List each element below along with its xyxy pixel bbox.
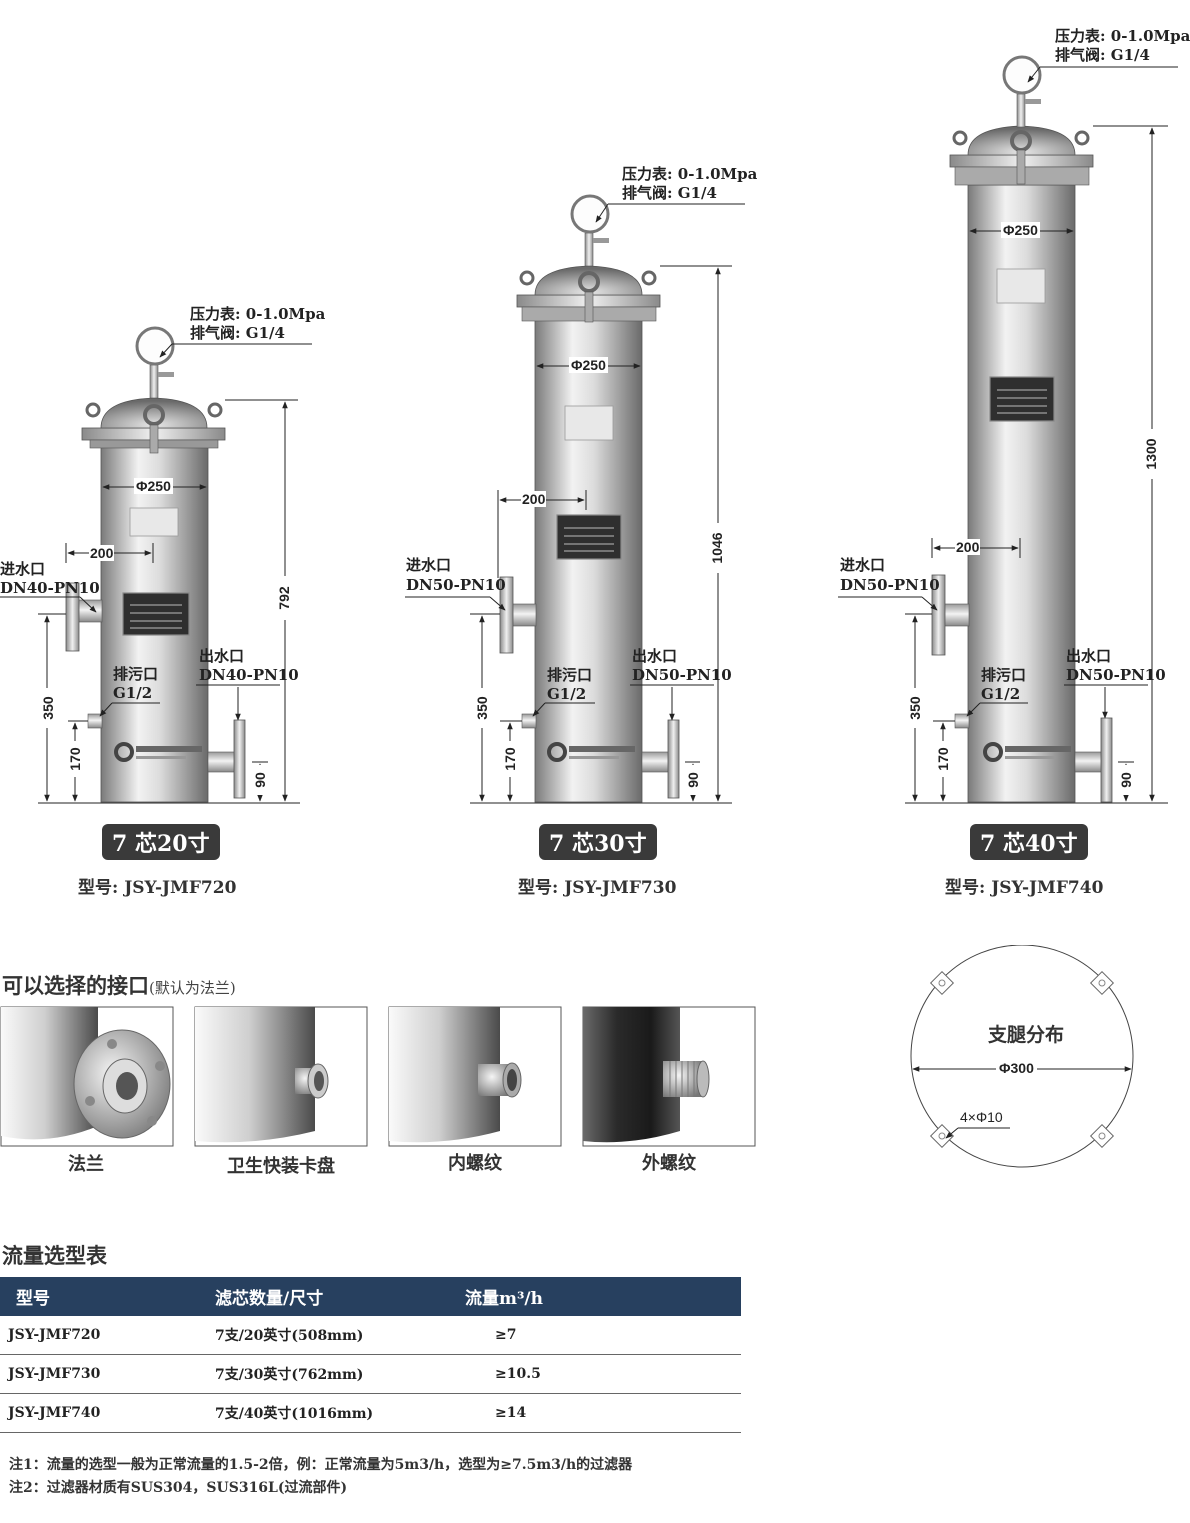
pressure-gauge-icon (1002, 55, 1042, 95)
filter-730 (405, 194, 745, 804)
interface-label-internal-thread: 内螺纹 (448, 1153, 502, 1174)
inlet-height-dim: 350 (40, 688, 56, 728)
interface-clamp-image (194, 1006, 368, 1147)
drain-spec: G1/2 (981, 685, 1021, 703)
outlet-spec: DN50-PN10 (632, 666, 732, 684)
outlet-label: 出水口 (632, 647, 678, 665)
model-label: 型号: JSY-JMF740 (945, 878, 1104, 898)
diameter-label: Φ250 (1001, 222, 1040, 238)
drain-height-dim: 170 (67, 741, 83, 777)
nameplate (556, 514, 622, 560)
pressure-gauge-icon (570, 194, 610, 234)
cell-cartridge: 7支/20英寸(508mm) (199, 1316, 449, 1355)
offset-label: 200 (521, 491, 547, 507)
cell-flow: ≥7 (449, 1316, 741, 1355)
size-badge: 7 芯40寸 (970, 817, 1088, 860)
cell-cartridge: 7支/30英寸(762mm) (199, 1354, 449, 1394)
outlet-height-dim: 90 (1118, 765, 1134, 795)
gauge-label: 压力表: 0-1.0Mpa (1055, 27, 1190, 45)
leg-distribution-diagram (910, 945, 1134, 1168)
note-2: 注2：过滤器材质有SUS304，SUS316L(过流部件) (9, 1480, 348, 1496)
size-badge: 7 芯30寸 (539, 817, 657, 860)
gauge-label: 压力表: 0-1.0Mpa (190, 305, 326, 323)
interface-label-external-thread: 外螺纹 (642, 1153, 696, 1174)
interfaces-title: 可以选择的接口(默认为法兰) (2, 970, 236, 1000)
cell-flow: ≥10.5 (449, 1354, 741, 1394)
vent-label: 排气阀: G1/4 (190, 324, 285, 342)
table-row: JSY-JMF740 7支/40英寸(1016mm) ≥14 (0, 1393, 741, 1433)
interface-label-flange: 法兰 (68, 1154, 104, 1175)
interface-flange-image (0, 1006, 174, 1147)
cell-flow: ≥14 (449, 1393, 741, 1433)
outlet-spec: DN40-PN10 (199, 666, 299, 684)
col-header-model: 型号 (0, 1277, 199, 1316)
logo-icon (983, 742, 1003, 762)
interface-internal-thread-image (388, 1006, 562, 1147)
offset-label: 200 (955, 539, 981, 555)
outlet-label: 出水口 (1066, 647, 1112, 665)
model-label: 型号: JSY-JMF720 (78, 878, 237, 898)
drain-height-dim: 170 (935, 741, 951, 777)
cell-model: JSY-JMF740 (0, 1393, 199, 1433)
cell-model: JSY-JMF720 (0, 1316, 199, 1355)
drain-height-dim: 170 (502, 741, 518, 777)
pressure-gauge-icon (135, 326, 175, 366)
interface-external-thread-image (582, 1006, 756, 1147)
drain-spec: G1/2 (113, 684, 153, 702)
diameter-label: Φ250 (134, 478, 173, 494)
interfaces-title-text: 可以选择的接口 (2, 973, 149, 998)
logo-icon (547, 742, 567, 762)
outlet-height-dim: 90 (252, 765, 268, 795)
filter-drawings (0, 55, 1178, 804)
size-badge: 7 芯20寸 (102, 817, 220, 860)
drain-label: 排污口 (113, 665, 159, 683)
height-dim: 792 (276, 576, 292, 620)
interfaces-subtitle: (默认为法兰) (149, 979, 236, 997)
inlet-label: 进水口 (406, 556, 452, 574)
gauge-label: 压力表: 0-1.0Mpa (622, 165, 758, 183)
outlet-height-dim: 90 (685, 765, 701, 795)
note-1: 注1：流量的选型一般为正常流量的1.5-2倍，例：正常流量为5m3/h，选型为≥… (9, 1457, 633, 1473)
vent-label: 排气阀: G1/4 (622, 184, 717, 202)
drain-spec: G1/2 (547, 685, 587, 703)
inlet-spec: DN50-PN10 (840, 576, 940, 594)
interface-label-clamp: 卫生快装卡盘 (227, 1156, 335, 1177)
filter-740 (838, 55, 1178, 804)
height-dim: 1046 (709, 523, 725, 573)
table-row: JSY-JMF730 7支/30英寸(762mm) ≥10.5 (0, 1354, 741, 1394)
cell-model: JSY-JMF730 (0, 1354, 199, 1394)
inlet-height-dim: 350 (907, 688, 923, 728)
table-header-row: 型号 滤芯数量/尺寸 流量m³/h (0, 1277, 741, 1316)
inlet-label: 进水口 (0, 560, 46, 578)
diameter-label: Φ250 (569, 357, 608, 373)
inlet-spec: DN50-PN10 (406, 576, 506, 594)
cell-cartridge: 7支/40英寸(1016mm) (199, 1393, 449, 1433)
interface-images (0, 1006, 756, 1147)
legs-title: 支腿分布 (988, 1024, 1065, 1046)
height-dim: 1300 (1143, 429, 1159, 479)
nameplate (989, 376, 1055, 422)
col-header-cartridge: 滤芯数量/尺寸 (199, 1277, 449, 1316)
inlet-label: 进水口 (840, 556, 886, 574)
table-row: JSY-JMF720 7支/20英寸(508mm) ≥7 (0, 1316, 741, 1355)
flow-table: 型号 滤芯数量/尺寸 流量m³/h JSY-JMF720 7支/20英寸(508… (0, 1277, 741, 1433)
nameplate (122, 592, 190, 636)
legs-holes: 4×Φ10 (960, 1109, 1003, 1125)
offset-label: 200 (89, 545, 115, 561)
logo-icon (114, 742, 134, 762)
inlet-height-dim: 350 (474, 688, 490, 728)
filter-body (534, 319, 643, 803)
outlet-spec: DN50-PN10 (1066, 666, 1166, 684)
drain-label: 排污口 (547, 666, 593, 684)
filter-720 (0, 326, 312, 804)
vent-label: 排气阀: G1/4 (1055, 46, 1150, 64)
flow-table-title: 流量选型表 (2, 1243, 107, 1268)
drain-label: 排污口 (981, 666, 1027, 684)
outlet-label: 出水口 (199, 647, 245, 665)
col-header-flow: 流量m³/h (449, 1277, 741, 1316)
model-label: 型号: JSY-JMF730 (518, 878, 677, 898)
inlet-spec: DN40-PN10 (0, 579, 100, 597)
legs-diameter: Φ300 (996, 1060, 1037, 1076)
